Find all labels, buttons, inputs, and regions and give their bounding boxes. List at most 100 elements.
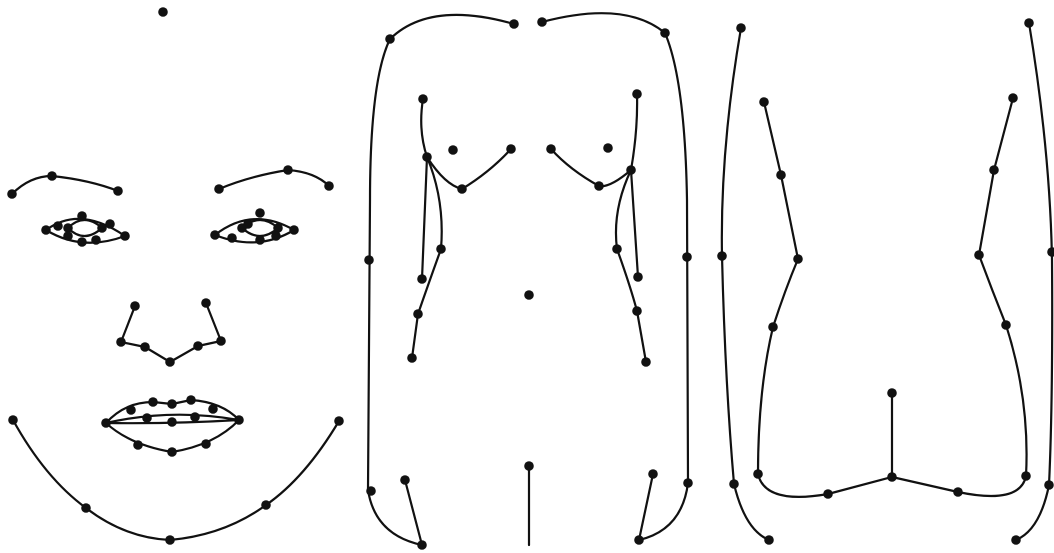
face-landmark-point: [271, 231, 281, 241]
back-landmark-point: [776, 170, 786, 180]
face-landmark-point: [140, 342, 150, 352]
back-landmark-point: [887, 472, 897, 482]
front-landmark-point: [506, 144, 516, 154]
front-landmark-point: [417, 540, 427, 550]
face-landmark-point: [8, 415, 18, 425]
front-landmark-point: [407, 353, 417, 363]
face-landmark-point: [53, 221, 63, 231]
front-landmark-point: [683, 478, 693, 488]
back-landmark-point: [729, 479, 739, 489]
front-landmark-point: [641, 357, 651, 367]
face-landmark-point: [113, 186, 123, 196]
front-landmark-point: [682, 252, 692, 262]
front-landmark-point: [612, 244, 622, 254]
face-landmark-point: [165, 357, 175, 367]
face-landmark-point: [105, 219, 115, 229]
right-eye-outline: [215, 219, 294, 242]
front-landmark-point: [422, 152, 432, 162]
front-landmark-point: [603, 143, 613, 153]
back-torso-panel: [722, 23, 1052, 540]
face-landmark-point: [261, 500, 271, 510]
front-left-lower-line: [405, 480, 422, 545]
face-landmark-point: [133, 440, 143, 450]
face-landmark-point: [210, 230, 220, 240]
landmark-points-layer: [7, 7, 1054, 550]
front-landmark-point: [364, 255, 374, 265]
face-landmark-point: [289, 225, 299, 235]
front-landmark-point: [660, 28, 670, 38]
face-landmark-point: [255, 208, 265, 218]
back-landmark-point: [989, 165, 999, 175]
front-landmark-point: [546, 144, 556, 154]
face-landmark-point: [273, 223, 283, 233]
back-landmark-point: [1008, 93, 1018, 103]
front-landmark-point: [633, 272, 643, 282]
front-landmark-point: [385, 34, 395, 44]
back-landmark-point: [823, 489, 833, 499]
front-landmark-point: [436, 244, 446, 254]
front-right-outline: [542, 13, 688, 540]
face-landmark-point: [120, 231, 130, 241]
face-landmark-point: [116, 337, 126, 347]
right-chest-line: [551, 94, 637, 186]
front-landmark-point: [524, 461, 534, 471]
face-landmark-point: [214, 184, 224, 194]
face-landmark-point: [324, 181, 334, 191]
front-landmark-point: [400, 475, 410, 485]
front-landmark-point: [524, 290, 534, 300]
front-landmark-point: [448, 145, 458, 155]
left-arm-inner: [422, 157, 427, 279]
back-landmark-point: [764, 535, 774, 545]
face-landmark-point: [208, 404, 218, 414]
front-landmark-point: [418, 94, 428, 104]
front-landmark-point: [537, 17, 547, 27]
face-landmark-point: [255, 235, 265, 245]
face-landmark-point: [101, 418, 111, 428]
face-landmark-point: [193, 341, 203, 351]
face-landmark-point: [47, 171, 57, 181]
back-landmark-point: [753, 469, 763, 479]
front-landmark-point: [413, 309, 423, 319]
back-landmark-point: [953, 487, 963, 497]
face-landmark-point: [201, 298, 211, 308]
front-landmark-point: [509, 19, 519, 29]
face-landmark-point: [148, 397, 158, 407]
face-landmark-point: [126, 405, 136, 415]
back-landmark-point: [736, 23, 746, 33]
face-landmark-point: [165, 535, 175, 545]
face-landmark-point: [158, 7, 168, 17]
face-landmark-point: [7, 189, 17, 199]
face-landmark-point: [216, 336, 226, 346]
back-landmark-point: [793, 254, 803, 264]
face-landmark-point: [186, 395, 196, 405]
left-eyebrow: [12, 176, 118, 194]
back-landmark-point: [759, 97, 769, 107]
face-landmark-point: [190, 412, 200, 422]
right-arm-outer: [616, 170, 646, 362]
front-landmark-point: [648, 469, 658, 479]
front-landmark-point: [632, 89, 642, 99]
face-landmark-point: [167, 417, 177, 427]
face-landmark-point: [201, 439, 211, 449]
face-landmark-point: [234, 415, 244, 425]
front-landmark-point: [417, 274, 427, 284]
back-landmark-point: [1047, 247, 1054, 257]
back-landmark-point: [768, 322, 778, 332]
face-landmark-point: [227, 233, 237, 243]
back-landmark-point: [1024, 18, 1034, 28]
face-landmark-point: [77, 211, 87, 221]
right-arm-inner: [631, 170, 638, 277]
front-landmark-point: [632, 306, 642, 316]
back-landmark-point: [1021, 471, 1031, 481]
back-landmark-point: [717, 251, 727, 261]
nose-outline: [121, 303, 221, 362]
face-landmark-point: [130, 301, 140, 311]
face-landmark-point: [142, 413, 152, 423]
front-left-outline: [368, 15, 514, 545]
front-right-lower-line: [639, 474, 653, 540]
face-landmark-point: [91, 235, 101, 245]
face-landmark-point: [167, 447, 177, 457]
front-landmark-point: [457, 184, 467, 194]
face-landmark-point: [243, 219, 253, 229]
